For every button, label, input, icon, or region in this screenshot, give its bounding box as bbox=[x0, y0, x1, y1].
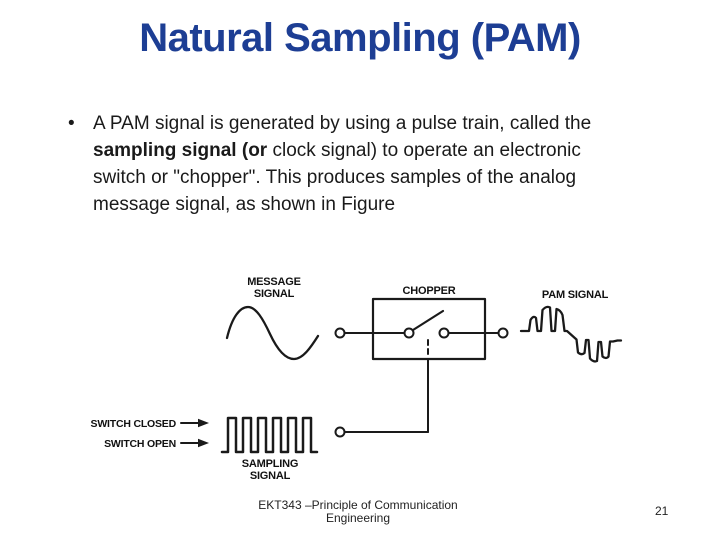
pam-signal-label: PAM SIGNAL bbox=[542, 289, 609, 301]
message-signal-label-line1: MESSAGE bbox=[247, 276, 301, 288]
footer-page-number: 21 bbox=[655, 504, 669, 518]
page-title: Natural Sampling (PAM) bbox=[139, 16, 581, 60]
message-signal-wave bbox=[225, 305, 320, 361]
bullet-text-part1: A PAM signal is generated by using a pul… bbox=[93, 113, 592, 134]
footer-course: EKT343 –Principle of Communication Engin… bbox=[233, 499, 483, 524]
switch-contact-left bbox=[403, 327, 415, 339]
control-terminal bbox=[334, 426, 346, 438]
switch-arm bbox=[411, 309, 445, 332]
switch-contact-right bbox=[438, 327, 450, 339]
output-terminal bbox=[497, 327, 509, 339]
sampling-signal-wave bbox=[220, 416, 319, 454]
sampling-signal-label-line2: SIGNAL bbox=[250, 470, 291, 482]
bullet-marker: • bbox=[68, 113, 75, 134]
footer-course-line1: EKT343 –Principle of Communication bbox=[258, 498, 458, 512]
switch-open-arrow-head bbox=[198, 438, 209, 448]
pam-signal-wave bbox=[519, 305, 623, 363]
sampling-signal-label-line1: SAMPLING bbox=[242, 458, 298, 470]
switch-closed-arrow-head bbox=[198, 418, 209, 428]
input-terminal bbox=[334, 327, 346, 339]
switch-closed-label: SWITCH CLOSED bbox=[91, 418, 177, 430]
bullet-text-bold: sampling signal (or bbox=[93, 140, 273, 161]
bullet-item: • A PAM signal is generated by using a p… bbox=[68, 110, 628, 218]
message-signal-label-line2: SIGNAL bbox=[254, 288, 295, 300]
chopper-label: CHOPPER bbox=[403, 285, 456, 297]
bullet-text-part3: clock signal) to operate an electronic s… bbox=[93, 140, 581, 215]
footer-course-line2: Engineering bbox=[325, 510, 391, 525]
bullet-text: A PAM signal is generated by using a pul… bbox=[93, 110, 628, 218]
switch-open-label: SWITCH OPEN bbox=[104, 438, 176, 450]
